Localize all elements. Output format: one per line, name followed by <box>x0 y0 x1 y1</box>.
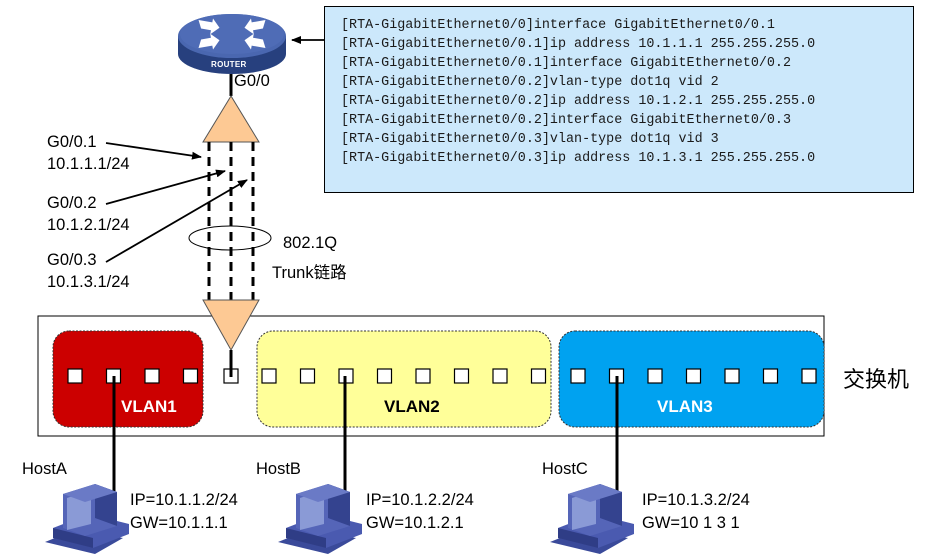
cli-line: [RTA-GigabitEthernet0/0.2]interface Giga… <box>341 113 791 128</box>
switch-port-vlan2[interactable] <box>530 368 547 384</box>
hostB-gw: GW=10.1.2.1 <box>366 514 464 532</box>
trunk-protocol-label: 802.1Q <box>283 234 338 252</box>
subif-1-ip: 10.1.1.1/24 <box>47 155 130 173</box>
pc-icon[interactable] <box>278 484 362 554</box>
pc-icon[interactable] <box>550 484 634 554</box>
switch-ports <box>67 368 817 384</box>
cli-line: [RTA-GigabitEthernet0/0.2]vlan-type dot1… <box>341 75 719 90</box>
pc-icon[interactable] <box>45 484 129 554</box>
trunk-link-label: Trunk链路 <box>272 264 347 282</box>
subif-1-name: G0/0.1 <box>47 133 97 151</box>
vlan2-label: VLAN2 <box>384 397 440 416</box>
vlan2-region[interactable] <box>256 330 552 428</box>
hostB-name: HostB <box>256 460 301 478</box>
subif-2-ip: 10.1.2.1/24 <box>47 216 130 234</box>
trunk-bottom-triangle <box>202 299 260 352</box>
switch-port-vlan3[interactable] <box>762 368 779 384</box>
router-port-label: G0/0 <box>234 72 270 90</box>
vlan3-label: VLAN3 <box>657 397 713 416</box>
vlan1-region[interactable] <box>52 330 204 428</box>
subif-2-name: G0/0.2 <box>47 194 97 212</box>
switch-port-vlan3[interactable] <box>685 368 702 384</box>
switch-port-vlan2[interactable] <box>453 368 470 384</box>
switch-label: 交换机 <box>843 367 910 392</box>
subif-3-ip: 10.1.3.1/24 <box>47 273 130 291</box>
switch-port-vlan3[interactable] <box>570 368 586 384</box>
router-icon[interactable] <box>178 14 286 74</box>
hostC-name: HostC <box>542 460 588 478</box>
switch-port-vlan1[interactable] <box>182 368 199 384</box>
subif-1-arrow <box>105 142 202 160</box>
hostA-gw: GW=10.1.1.1 <box>130 514 228 532</box>
hostC-ip: IP=10.1.3.2/24 <box>642 491 750 509</box>
hostA-ip: IP=10.1.1.2/24 <box>130 491 238 509</box>
trunk-top-triangle <box>202 95 260 143</box>
subif-3-name: G0/0.3 <box>47 251 97 269</box>
vlan1-label: VLAN1 <box>121 397 177 416</box>
trunk-dashed-lines <box>207 142 255 300</box>
switch-port-vlan2[interactable] <box>415 368 431 384</box>
cli-line: [RTA-GigabitEthernet0/0.1]ip address 10.… <box>341 37 816 52</box>
subif-3-arrow <box>105 179 248 263</box>
switch-port-vlan3[interactable] <box>801 368 817 384</box>
cli-config-box: [RTA-GigabitEthernet0/0]interface Gigabi… <box>324 6 914 193</box>
switch-port-vlan3[interactable] <box>724 368 740 384</box>
switch-port-vlan2[interactable] <box>376 368 393 384</box>
cli-line: [RTA-GigabitEthernet0/0.3]ip address 10.… <box>341 151 816 166</box>
hostC-gw: GW=10 1 3 1 <box>642 514 740 532</box>
switch-port-vlan2[interactable] <box>299 368 316 384</box>
cli-line: [RTA-GigabitEthernet0/0]interface Gigabi… <box>341 18 775 33</box>
switch-port-vlan2[interactable] <box>492 368 508 384</box>
cli-line: [RTA-GigabitEthernet0/0.1]interface Giga… <box>341 56 791 71</box>
switch-port-vlan1[interactable] <box>144 368 160 384</box>
router-arrows-glyph <box>198 18 266 50</box>
switch-port-vlan2[interactable] <box>261 368 277 384</box>
trunk-bundle-ellipse <box>188 225 272 251</box>
subif-2-arrow <box>105 169 226 205</box>
hostB-ip: IP=10.1.2.2/24 <box>366 491 474 509</box>
cli-line: [RTA-GigabitEthernet0/0.3]vlan-type dot1… <box>341 132 719 147</box>
cli-line: [RTA-GigabitEthernet0/0.2]ip address 10.… <box>341 94 816 109</box>
hostA-name: HostA <box>22 460 67 478</box>
switch-port-vlan1[interactable] <box>67 368 83 384</box>
router-name: ROUTER <box>211 60 247 69</box>
switch-port-vlan3[interactable] <box>647 368 663 384</box>
